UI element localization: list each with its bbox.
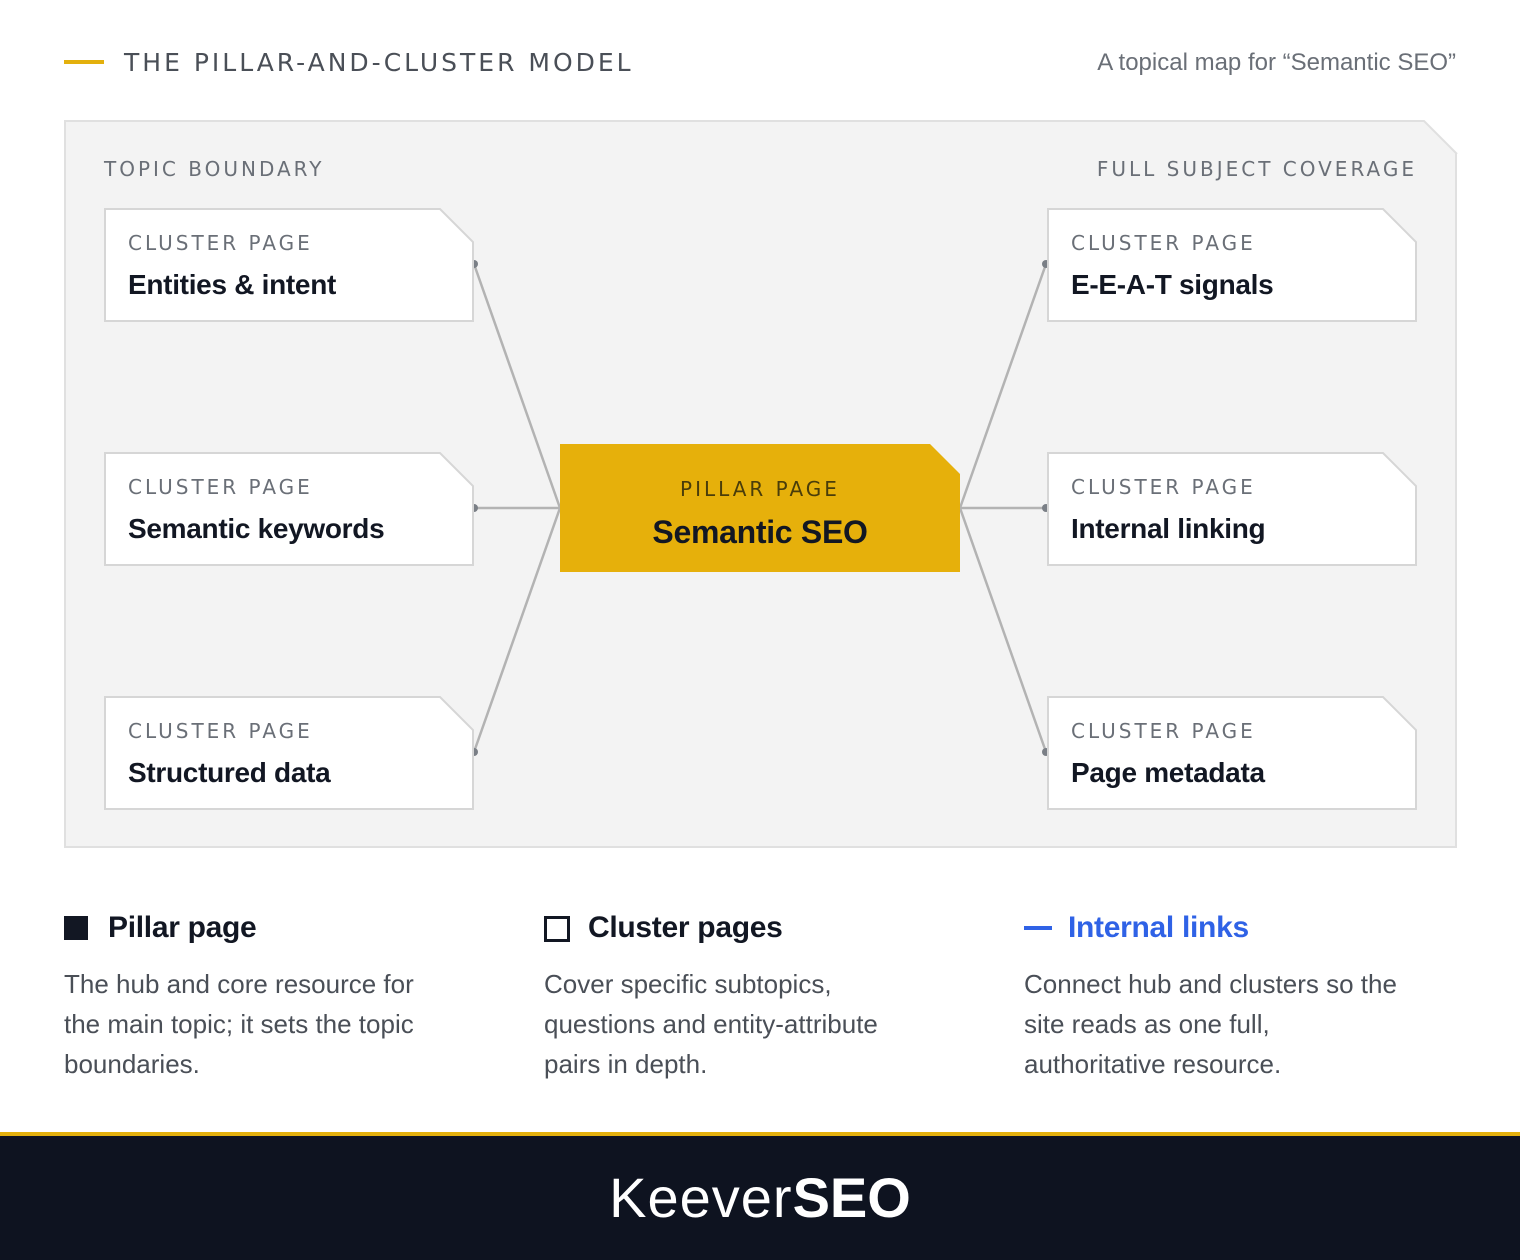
legend-title: Cluster pages <box>588 911 783 944</box>
topic-boundary-label: TOPIC BOUNDARY <box>104 157 325 181</box>
brand-light: Keever <box>609 1166 793 1229</box>
legend-description: Connect hub and clusters so the site rea… <box>1024 969 1397 1079</box>
brand-logo: KeeverSEO <box>0 1164 1520 1232</box>
cluster-card-structured-data[interactable]: CLUSTER PAGE Structured data <box>104 696 474 810</box>
cluster-card-page-metadata[interactable]: CLUSTER PAGE Page metadata <box>1047 696 1417 810</box>
cluster-card-internal-linking[interactable]: CLUSTER PAGE Internal linking <box>1047 452 1417 566</box>
page-shape <box>1047 452 1417 566</box>
legend-cluster: Cluster pages Cover specific subtopics, … <box>544 906 964 1084</box>
cluster-title: Internal linking <box>1071 513 1266 544</box>
cluster-card-entities[interactable]: CLUSTER PAGE Entities & intent <box>104 208 474 322</box>
cluster-card-semantic-keywords[interactable]: CLUSTER PAGE Semantic keywords <box>104 452 474 566</box>
filled-square-icon <box>64 916 88 940</box>
full-coverage-label: FULL SUBJECT COVERAGE <box>1096 157 1417 181</box>
legend-links: Internal links Connect hub and clusters … <box>1024 906 1444 1084</box>
cluster-kicker: CLUSTER PAGE <box>1071 231 1256 255</box>
cluster-kicker: CLUSTER PAGE <box>128 475 313 499</box>
cluster-title: Semantic keywords <box>128 513 385 544</box>
pillar-kicker: PILLAR PAGE <box>680 477 840 501</box>
page-shape <box>104 208 474 322</box>
cluster-kicker: CLUSTER PAGE <box>128 231 313 255</box>
cluster-kicker: CLUSTER PAGE <box>1071 719 1256 743</box>
footer-bar <box>0 1136 1520 1260</box>
page-title: THE PILLAR-AND-CLUSTER MODEL <box>124 48 634 77</box>
cluster-card-eeat[interactable]: CLUSTER PAGE E-E-A-T signals <box>1047 208 1417 322</box>
cluster-kicker: CLUSTER PAGE <box>1071 475 1256 499</box>
legend-pillar: Pillar page The hub and core resource fo… <box>64 906 484 1084</box>
page-shape <box>1047 696 1417 810</box>
cluster-title: Page metadata <box>1071 757 1265 788</box>
legend-description: The hub and core resource for the main t… <box>64 969 414 1079</box>
page-shape <box>104 696 474 810</box>
page-subtitle: A topical map for “Semantic SEO” <box>1097 49 1456 76</box>
legend-description: Cover specific subtopics, questions and … <box>544 969 878 1079</box>
pillar-card[interactable]: PILLAR PAGE Semantic SEO <box>560 444 960 572</box>
cluster-kicker: CLUSTER PAGE <box>128 719 313 743</box>
footer-accent-rule <box>0 1132 1520 1136</box>
pillar-shape <box>560 444 960 572</box>
brand-bold: SEO <box>792 1166 911 1229</box>
boundary-corner-fold <box>1422 120 1458 155</box>
cluster-title: Entities & intent <box>128 269 337 300</box>
link-line-icon <box>1024 926 1052 930</box>
legend-title: Pillar page <box>108 911 257 944</box>
page-shape <box>104 452 474 566</box>
header-accent-rule <box>64 60 104 64</box>
outline-square-icon <box>544 916 570 942</box>
page-shape <box>1047 208 1417 322</box>
cluster-title: E-E-A-T signals <box>1071 269 1274 300</box>
cluster-title: Structured data <box>128 757 331 788</box>
legend-title: Internal links <box>1068 911 1249 944</box>
pillar-title: Semantic SEO <box>652 514 868 550</box>
